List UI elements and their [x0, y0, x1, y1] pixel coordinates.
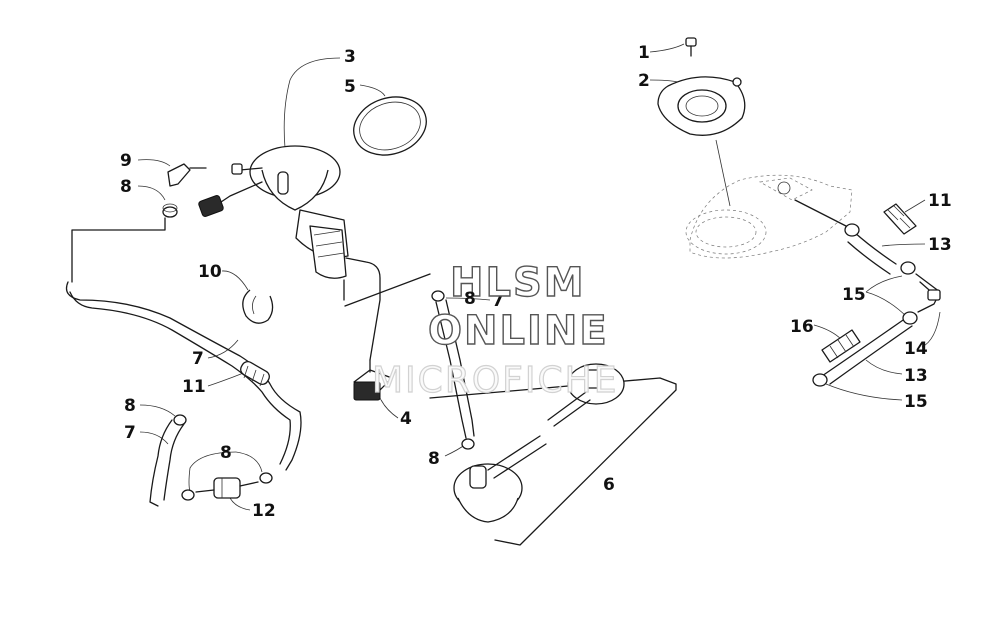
elbow-part-14	[915, 273, 941, 313]
tank-outline	[685, 174, 853, 259]
callout-7: 7	[492, 291, 504, 311]
clamp-part-8-c	[181, 472, 273, 501]
callout-8: 8	[124, 396, 136, 416]
callout-14: 14	[904, 339, 928, 359]
hose-part-13-upper	[847, 231, 897, 275]
callout-8: 8	[464, 289, 476, 309]
callout-labels: 3 5 9 8 10 7 11 8 7 8 12 4 7 8 6 1 2 11 …	[120, 43, 952, 521]
clamp-part-8-a	[162, 203, 178, 218]
callout-7: 7	[124, 423, 136, 443]
watermark-line-2: ONLINE	[428, 308, 609, 354]
callout-3: 3	[344, 47, 356, 67]
callout-11: 11	[182, 377, 206, 397]
connector-part-4	[353, 359, 393, 401]
callout-2: 2	[638, 71, 650, 91]
clamp-part-8-d	[431, 290, 445, 302]
fuel-pump-part-3	[198, 145, 381, 361]
callout-6: 6	[603, 475, 615, 495]
callout-4: 4	[400, 409, 412, 429]
fitting-part-15-lower	[812, 311, 918, 387]
clamp-part-8-e	[461, 438, 475, 450]
callout-11: 11	[928, 191, 952, 211]
callout-5: 5	[344, 77, 356, 97]
callout-9: 9	[120, 151, 132, 171]
callout-7: 7	[192, 349, 204, 369]
clamp-part-8-b	[173, 414, 187, 426]
bolt-part-1	[685, 37, 697, 57]
fuel-filter-part-12	[195, 477, 259, 499]
elbow-fitting-part-9	[167, 163, 207, 187]
hose-part-16	[821, 329, 861, 363]
callout-12: 12	[252, 501, 276, 521]
callout-1: 1	[638, 43, 650, 63]
fuel-hose-part-7-center	[435, 299, 475, 439]
spring-clip-part-10	[242, 289, 274, 324]
callout-15: 15	[904, 392, 928, 412]
callout-16: 16	[790, 317, 814, 337]
fuel-pickup-part-6	[453, 363, 625, 523]
callout-8: 8	[120, 177, 132, 197]
callout-13: 13	[928, 235, 952, 255]
watermark-line-3: MICROFICHE	[372, 360, 618, 401]
callout-8: 8	[220, 443, 232, 463]
fuel-hose-part-7-left	[65, 281, 302, 471]
watermark-line-1: HLSM	[450, 260, 586, 306]
callout-8: 8	[428, 449, 440, 469]
mounting-plate-part-2	[657, 76, 746, 136]
fitting-part-15-upper	[844, 223, 916, 275]
o-ring-part-5	[353, 96, 427, 156]
callout-15: 15	[842, 285, 866, 305]
callout-10: 10	[198, 262, 222, 282]
callout-13: 13	[904, 366, 928, 386]
vent-hose-part-11-right	[883, 203, 917, 235]
fuel-hose-part-7-lower	[149, 419, 185, 507]
watermark: HLSM ONLINE MICROFICHE	[371, 259, 618, 401]
hose-part-13-lower	[821, 317, 913, 385]
